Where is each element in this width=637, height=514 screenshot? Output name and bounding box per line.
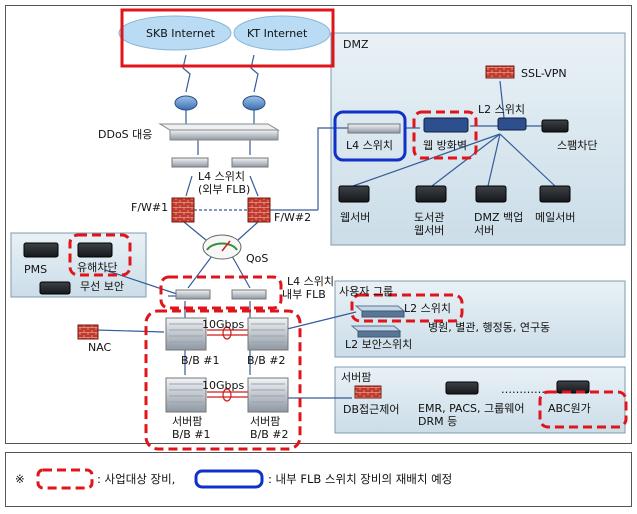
skb-internet-label: SKB Internet [146, 27, 215, 40]
sf-bb1-label-line2: B/B #1 [172, 428, 211, 441]
web-firewall-device-icon [423, 117, 469, 133]
user-group-title: 사용자 그룹 [339, 285, 394, 298]
db-access-firewall-icon [354, 385, 382, 399]
user-group-zone [334, 280, 626, 358]
server-farm-dots: ………… [501, 383, 545, 396]
dmz-web-server-icon [338, 185, 370, 203]
wireless-security-server-icon [39, 281, 71, 295]
relocation-highlights [194, 110, 407, 489]
dmz-l4-switch-label: L4 스위치 [346, 139, 393, 152]
pms-label: PMS [24, 263, 48, 276]
legend-frame [5, 452, 632, 507]
legend-item-relocation: : 내부 FLB 스위치 장비의 재배치 예정 [268, 472, 453, 486]
spam-block-label: 스팸차단 [557, 139, 598, 152]
l4-internal-label-line1: L4 스위치 [287, 275, 334, 288]
user-l2-security-switch-icon [350, 325, 402, 338]
harmful-block-label: 유해차단 [77, 261, 118, 274]
bb2-label: B/B #2 [247, 354, 286, 367]
firewall-2-icon [247, 197, 271, 223]
wireless-security-label: 무선 보안 [80, 280, 124, 293]
connection-lines [95, 54, 556, 399]
sf-bb1-label-line1: 서버팜 [172, 415, 203, 428]
dmz-backup-label-line1: DMZ 백업 [474, 211, 524, 224]
db-access-label: DB접근제어 [343, 403, 400, 416]
l4-external-label-line2: (외부 FLB) [198, 183, 251, 196]
backbone-2-chassis-icon [247, 317, 289, 351]
sf-bb2-label-line1: 서버팜 [250, 415, 281, 428]
nac-firewall-icon [77, 324, 99, 340]
router-kt-icon [242, 95, 266, 111]
legend-item-project-target: : 사업대상 장비, [97, 472, 176, 486]
emr-server-icon [445, 381, 479, 395]
abc-server-icon [556, 380, 590, 394]
emr-label-line2: DRM 등 [418, 415, 458, 428]
web-firewall-label: 웹 방화벽 [423, 139, 467, 152]
dmz-zone [330, 32, 626, 246]
dmz-mail-server-icon [539, 185, 571, 203]
bb1-label: B/B #1 [181, 354, 220, 367]
pms-server-icon [23, 242, 59, 258]
qos-gauge-icon [202, 234, 242, 260]
dmz-l4-switch-icon [347, 123, 401, 134]
router-skb-icon [174, 95, 198, 111]
dmz-backup-label-line2: 서버 [474, 224, 495, 237]
spam-block-device-icon [541, 119, 569, 133]
ssl-vpn-firewall-icon [485, 65, 515, 79]
ddos-appliance-icon [158, 123, 280, 141]
dmz-backup-server-icon [475, 185, 507, 203]
project-target-dashed-highlights [36, 110, 628, 490]
backbone-links [207, 326, 248, 402]
emr-label-line1: EMR, PACS, 그룹웨어 [418, 402, 525, 415]
firewall-1-icon [171, 197, 195, 223]
skb-internet-cloud [118, 15, 232, 51]
dmz-library-label-line2: 웹서버 [414, 224, 445, 237]
kt-internet-label: KT Internet [247, 27, 308, 40]
l4-external-label-line1: L4 스위치 [198, 170, 245, 183]
dmz-library-server-icon [415, 185, 447, 203]
dmz-l2-switch-label: L2 스위치 [478, 103, 525, 116]
l4-external-switch-icon [171, 157, 269, 168]
user-l2-switch-icon [354, 305, 406, 318]
dmz-l2-switch-icon [497, 117, 527, 131]
abc-cost-label: ABC원가 [548, 402, 591, 415]
dmz-web-server-label: 웹서버 [340, 211, 371, 224]
nac-label: NAC [88, 341, 112, 354]
ddos-label: DDoS 대응 [98, 128, 153, 141]
l4-internal-switch-icon [175, 289, 267, 300]
l4-internal-label-line2: 내부 FLB [282, 288, 326, 301]
sf-bb2-label-line2: B/B #2 [250, 428, 289, 441]
user-l2-security-label: L2 보안스위치 [345, 338, 413, 351]
kt-internet-cloud [233, 15, 331, 51]
legend-prefix: ※ [15, 472, 25, 486]
dmz-library-label-line1: 도서관 [414, 211, 445, 224]
server-farm-backbone-1-icon [165, 377, 207, 413]
dmz-mail-server-label: 메일서버 [535, 211, 576, 224]
qos-label: QoS [246, 252, 269, 265]
fw2-label: F/W#2 [274, 211, 312, 224]
fw1-label: F/W#1 [131, 201, 169, 214]
dmz-title: DMZ [343, 38, 369, 51]
server-farm-zone [334, 366, 626, 434]
server-farm-backbone-2-icon [247, 377, 289, 413]
diagram-frame [5, 5, 632, 444]
harmful-block-server-icon [77, 242, 113, 258]
user-l2-switch-label: L2 스위치 [404, 302, 451, 315]
speed-label-2: 10Gbps [202, 379, 245, 392]
user-buildings-label: 병원, 별관, 행정동, 연구동 [428, 321, 551, 334]
speed-label-1: 10Gbps [202, 318, 245, 331]
server-farm-title: 서버팜 [341, 371, 372, 384]
project-target-highlights [120, 8, 335, 68]
backbone-1-chassis-icon [165, 317, 207, 351]
ssl-vpn-label: SSL-VPN [521, 67, 567, 80]
